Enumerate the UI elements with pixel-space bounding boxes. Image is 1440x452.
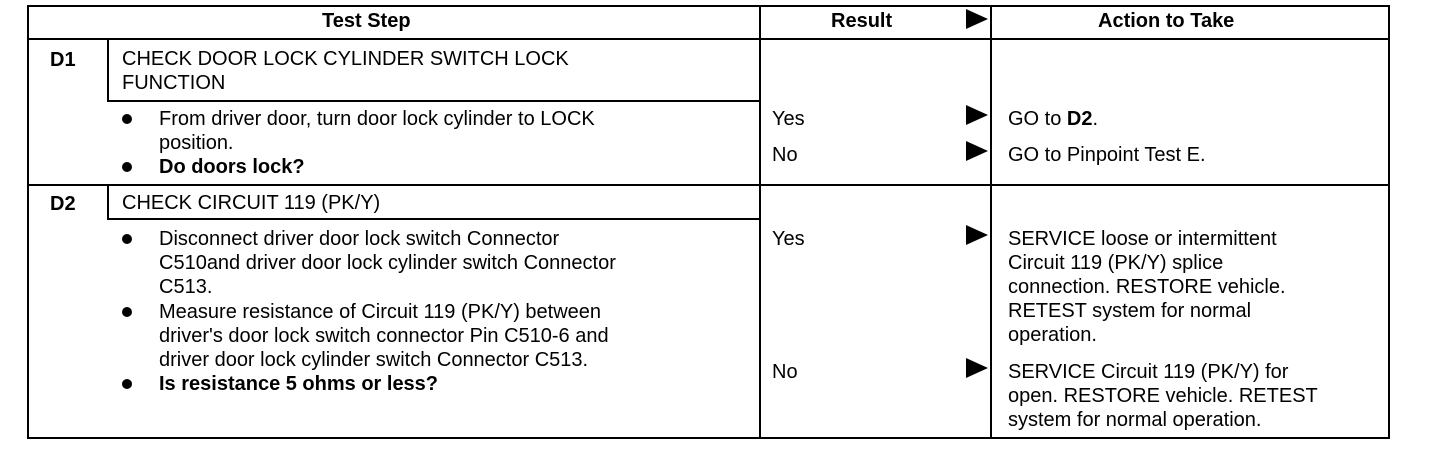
d2-action-yes-line5: operation. bbox=[1008, 324, 1097, 346]
d2-step-1-line2: C510and driver door lock cylinder switch… bbox=[159, 252, 616, 274]
d1-result-no: No bbox=[772, 144, 798, 166]
header-divider bbox=[27, 38, 1390, 40]
d2-id-divider bbox=[107, 186, 109, 220]
bullet-icon bbox=[122, 114, 132, 124]
d2-yes-arrow-icon bbox=[966, 225, 988, 245]
header-arrow-icon bbox=[966, 9, 988, 29]
d1-yes-arrow-icon bbox=[966, 105, 988, 125]
row-divider bbox=[27, 184, 1390, 186]
bullet-icon bbox=[122, 379, 132, 389]
step-title-d1-line1: CHECK DOOR LOCK CYLINDER SWITCH LOCK bbox=[122, 48, 569, 70]
d1-no-arrow-icon bbox=[966, 141, 988, 161]
table-border-bottom bbox=[27, 437, 1390, 439]
d1-action-no: GO to Pinpoint Test E. bbox=[1008, 144, 1206, 166]
table-border-right bbox=[1388, 5, 1390, 439]
bullet-icon bbox=[122, 307, 132, 317]
d1-step-1-line2: position. bbox=[159, 132, 234, 154]
d2-no-arrow-icon bbox=[966, 358, 988, 378]
col-divider-action bbox=[990, 5, 992, 439]
d2-step-3-line1: Is resistance 5 ohms or less? bbox=[159, 373, 439, 395]
d2-step-1-line1: Disconnect driver door lock switch Conne… bbox=[159, 228, 560, 250]
d2-title-divider bbox=[107, 218, 761, 220]
header-action: Action to Take bbox=[1098, 10, 1235, 32]
d1-step-2-line1: Do doors lock? bbox=[159, 156, 305, 178]
col-divider-result bbox=[759, 5, 761, 439]
header-result: Result bbox=[831, 10, 893, 32]
table-border-top bbox=[27, 5, 1390, 7]
bullet-icon bbox=[122, 162, 132, 172]
d2-action-no-line3: system for normal operation. bbox=[1008, 409, 1262, 431]
step-id-d2: D2 bbox=[50, 193, 76, 215]
header-test-step: Test Step bbox=[322, 10, 411, 32]
d1-action-yes: GO to D2. bbox=[1008, 107, 1098, 131]
d1-action-yes-target: D2 bbox=[1066, 108, 1093, 130]
d1-action-yes-prefix: GO to bbox=[1008, 108, 1067, 130]
d2-step-2-line2: driver's door lock switch connector Pin … bbox=[159, 325, 609, 347]
d2-action-yes-line2: Circuit 119 (PK/Y) splice bbox=[1008, 252, 1224, 274]
d2-result-yes: Yes bbox=[772, 228, 805, 250]
d2-action-yes-line1: SERVICE loose or intermittent bbox=[1008, 228, 1277, 250]
step-title-d2: CHECK CIRCUIT 119 (PK/Y) bbox=[122, 192, 381, 214]
d1-step-1-line1: From driver door, turn door lock cylinde… bbox=[159, 108, 595, 130]
bullet-icon bbox=[122, 234, 132, 244]
d2-step-2-line3: driver door lock cylinder switch Connect… bbox=[159, 349, 589, 371]
d2-action-no-line1: SERVICE Circuit 119 (PK/Y) for bbox=[1008, 361, 1289, 383]
d2-step-2-line1: Measure resistance of Circuit 119 (PK/Y)… bbox=[159, 301, 602, 323]
d1-result-yes: Yes bbox=[772, 108, 805, 130]
d2-action-yes-line3: connection. RESTORE vehicle. bbox=[1008, 276, 1286, 298]
d1-id-divider bbox=[107, 40, 109, 102]
d2-action-yes-line4: RETEST system for normal bbox=[1008, 300, 1252, 322]
d2-action-no-line2: open. RESTORE vehicle. RETEST bbox=[1008, 385, 1318, 407]
d1-action-yes-suffix: . bbox=[1092, 108, 1099, 130]
d1-title-divider bbox=[107, 100, 761, 102]
d2-result-no: No bbox=[772, 361, 798, 383]
step-title-d1-line2: FUNCTION bbox=[122, 72, 226, 94]
d2-step-1-line3: C513. bbox=[159, 276, 213, 298]
table-border-left bbox=[27, 5, 29, 439]
step-id-d1: D1 bbox=[50, 49, 76, 71]
